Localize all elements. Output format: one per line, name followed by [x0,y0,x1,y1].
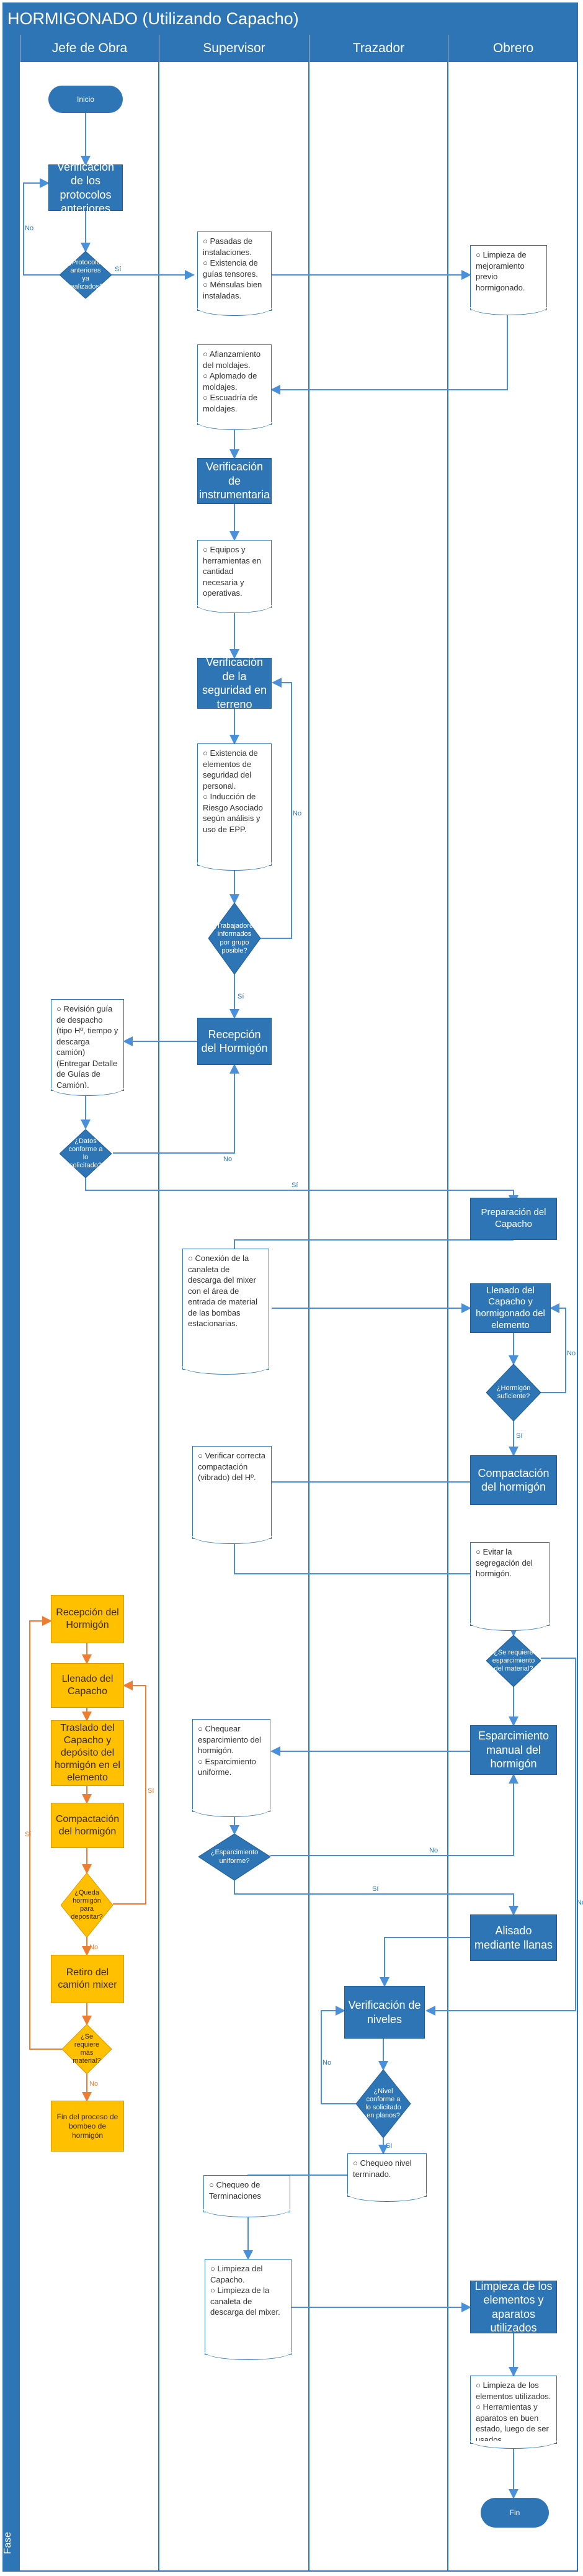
process-alisado-llanas: Alisado mediante llanas [470,1914,557,1961]
edge [85,1178,518,1205]
doc-limpieza-capacho: ○ Limpieza del Capacho. ○ Limpieza de la… [205,2259,292,2360]
process-llenado-capacho: Llenado del Capacho y hormigonado del el… [470,1283,551,1333]
edge-label-no: No [89,1944,99,1951]
edge-label-no: No [89,2080,99,2088]
doc-chequeo-terminaciones: ○ Chequeo de Terminaciones [203,2175,290,2217]
doc-equipos-herramientas: ○ Equipos y herramientas en cantidad nec… [197,540,272,613]
edge-label-si: Sí [292,1182,298,1189]
doc-conexion-canaleta: ○ Conexión de la canaleta de descarga de… [182,1249,269,1375]
orange-traslado-capacho: Traslado del Capacho y depósito del horm… [51,1720,124,1786]
process-verificacion-niveles: Verificación de niveles [344,1986,425,2039]
edge-label-no: No [567,1350,576,1357]
edge [23,178,60,276]
orange-compactacion: Compactación del hormigón [51,1803,124,1848]
decision-hormigon-suficiente: ¿Hormigón suficiente? [486,1364,541,1421]
decision-protocolos: ¿Protocolos anteriores ya realizados? [60,251,112,298]
edge-orange [29,1616,62,2050]
orange-fin-proceso: Fin del proceso de bombeo de hormigón [51,2101,124,2152]
orange-recepcion-hormigon: Recepción del Hormigón [51,1595,124,1643]
doc-pasadas-instalaciones: ○ Pasadas de instalaciones. ○ Existencia… [197,231,272,316]
decision-datos-conforme: ¿Datos conforme a lo solicitado? [60,1129,112,1178]
orange-decision-mas-material: ¿Se requiere más material? [62,2024,112,2074]
lane-header-trazador: Trazador [309,35,448,62]
edge [321,2006,356,2104]
lane-divider [447,62,448,2572]
edge [425,1658,576,2016]
doc-chequear-esparcimiento: ○ Chequear esparcimiento del hormigón. ○… [192,1719,270,1817]
doc-afianzamiento-moldajes: ○ Afianzamiento del moldajes. ○ Aplomado… [197,344,272,430]
edge-label-no: No [293,810,302,817]
edge [234,1239,514,1285]
edge-label-si: Sí [238,993,244,1000]
edge [270,310,508,395]
process-verificacion-protocolos: Verificación de los protocolos anteriore… [48,161,123,215]
decision-esparcimiento-requerido: ¿Se requiere esparcimiento del material? [486,1635,541,1687]
process-limpieza-elementos: Limpieza de los elementos y aparatos uti… [470,2280,557,2334]
lane-header-supervisor: Supervisor [159,35,309,62]
edge-label-si: Sí [386,2142,393,2150]
decision-trabajadores-informados: ¿Trabajadores informados por grupo posib… [208,903,260,974]
diagram-title: HORMIGONADO (Utilizando Capacho) [2,2,578,35]
edge-label-no: No [323,2059,332,2067]
edge-label-si: Sí [148,1787,154,1795]
edge-label-no: No [429,1847,438,1854]
edge-label-no: No [223,1156,233,1163]
edge-label-no: No [577,1899,583,1906]
doc-limpieza-elementos: ○ Limpieza de los elementos utilizados. … [470,2376,557,2449]
phase-bar [2,35,20,2572]
doc-verificar-compactacion: ○ Verificar correcta compactación (vibra… [192,1446,272,1544]
lane-header-obrero: Obrero [448,35,578,62]
process-compactacion-hormigon: Compactación del hormigón [470,1455,557,1505]
orange-retiro-mixer: Retiro del camión mixer [51,1955,124,2003]
process-preparacion-capacho: Preparación del Capacho [470,1198,557,1240]
doc-evitar-segregacion: ○ Evitar la segregación del hormigón. [470,1542,550,1631]
edge [260,678,292,939]
process-verificacion-seguridad: Verificación de la seguridad en terreno [197,656,272,711]
edge [541,1303,566,1393]
process-esparcimiento-manual: Esparcimiento manual del hormigón [470,1725,557,1775]
doc-revision-guia: ○ Revisión guía de despacho (tipo Hº, ti… [51,999,124,1096]
process-recepcion-hormigon: Recepción del Hormigón [197,1018,272,1065]
decision-esparcimiento-uniforme: ¿Esparcimiento uniforme? [198,1834,270,1880]
end-terminator: Fin [481,2498,549,2528]
edge [270,1774,518,1856]
lane-divider [158,62,159,2572]
edge [380,1937,470,1987]
edge-label-si: Sí [516,1432,523,1440]
edge-label-no: No [25,225,34,232]
lane-divider [308,62,309,2572]
orange-decision-queda-hormigon: ¿Queda hormigón para depositar? [61,1873,113,1937]
start-terminator: Inicio [48,86,123,113]
orange-llenado-capacho: Llenado del Capacho [51,1663,124,1708]
decision-nivel-conforme: ¿Nivel conforme a lo solicitado en plano… [356,2070,411,2138]
edge-label-si: Sí [25,1831,32,1838]
doc-limpieza-mejoramiento: ○ Limpieza de mejoramiento previo hormig… [470,245,547,315]
edge-label-si: Sí [372,1885,379,1893]
edge [113,1064,239,1154]
lane-header-jefe-de-obra: Jefe de Obra [20,35,159,62]
doc-elementos-seguridad: ○ Existencia de elementos de seguridad d… [197,743,272,871]
process-verificacion-instrumentaria: Verificación de instrumentaria [197,458,272,504]
edge [234,1880,518,1916]
edge-label-si: Sí [115,266,122,273]
doc-chequeo-nivel: ○ Chequeo nivel terminado. [347,2153,427,2202]
edge-orange [113,1681,146,1905]
